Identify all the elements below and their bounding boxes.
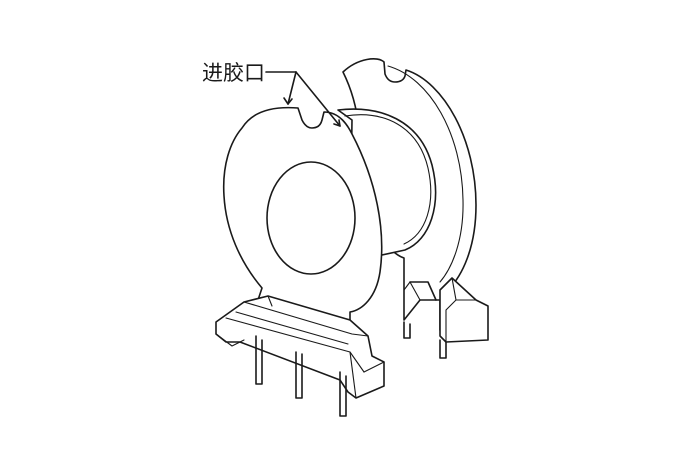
rear-pins (403, 321, 447, 359)
front-pins (255, 335, 347, 417)
gate-label: 进胶口 (202, 61, 265, 85)
gate-callout: 进胶口 (202, 61, 341, 127)
front-pin-base (215, 295, 385, 399)
core-hole (266, 161, 356, 275)
rear-pin-bracket (403, 277, 489, 343)
